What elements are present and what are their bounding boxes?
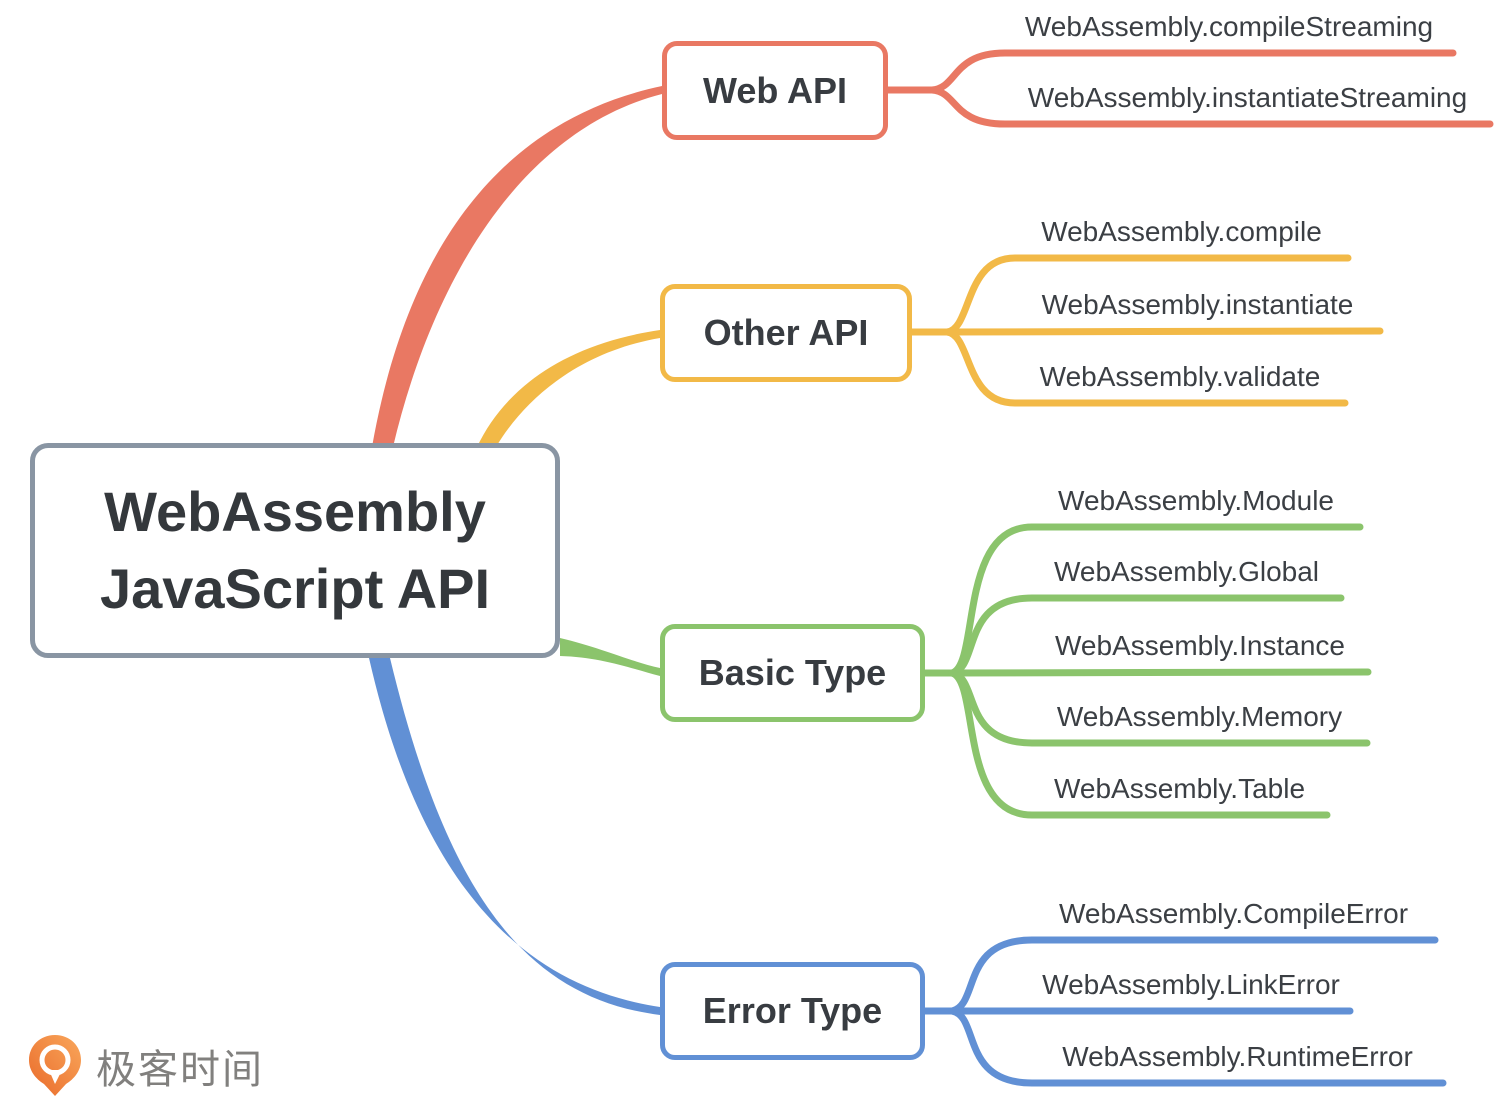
trunk-other-api xyxy=(477,330,660,447)
branch-topic-basic-type[interactable]: Basic Type xyxy=(660,624,925,722)
connectors-error-type xyxy=(921,936,1447,1087)
leaf-topic-runtime-error[interactable]: WebAssembly.RuntimeError xyxy=(1062,1041,1413,1072)
branch-topic-label: Other API xyxy=(703,312,869,353)
trunk-web-api xyxy=(372,86,662,447)
branch-topic-label: Basic Type xyxy=(698,652,887,693)
connectors-web-api xyxy=(883,49,1494,128)
branch-topic-label: Error Type xyxy=(702,990,883,1031)
connectors-other-api xyxy=(908,254,1384,407)
trunk-error-type xyxy=(369,658,660,1015)
leaf-topic-compile[interactable]: WebAssembly.compile xyxy=(1041,216,1322,247)
branch-topic-error-type[interactable]: Error Type xyxy=(660,962,925,1060)
leaf-topic-memory[interactable]: WebAssembly.Memory xyxy=(1056,701,1343,732)
geektime-logo-text: 极客时间 xyxy=(96,1048,264,1092)
geektime-logo: 极客时间 xyxy=(26,1034,264,1098)
leaf-topic-link-error[interactable]: WebAssembly.LinkError xyxy=(1042,969,1340,1000)
connectors-basic-type xyxy=(921,523,1372,819)
branch-topic-label: Web API xyxy=(702,69,848,111)
leaf-topic-instantiate[interactable]: WebAssembly.instantiate xyxy=(1041,289,1354,320)
leaf-topic-module[interactable]: WebAssembly.Module xyxy=(1058,485,1334,516)
trunk-basic-type xyxy=(560,638,660,676)
leaf-topic-table[interactable]: WebAssembly.Table xyxy=(1053,773,1306,804)
branch-topic-web-api[interactable]: Web API xyxy=(662,41,888,140)
leaf-topic-validate[interactable]: WebAssembly.validate xyxy=(1039,361,1321,392)
leaf-topic-compile-error[interactable]: WebAssembly.CompileError xyxy=(1058,898,1409,929)
leaf-topic-instance[interactable]: WebAssembly.Instance xyxy=(1055,630,1345,661)
leaf-topic-global[interactable]: WebAssembly.Global xyxy=(1053,556,1320,587)
leaf-topic-compile-streaming[interactable]: WebAssembly.compileStreaming xyxy=(1024,11,1434,42)
root-topic[interactable]: WebAssembly JavaScript API xyxy=(30,443,560,658)
geektime-pin-icon xyxy=(29,1035,81,1096)
root-topic-label: WebAssembly JavaScript API xyxy=(99,480,491,620)
branch-topic-other-api[interactable]: Other API xyxy=(660,284,912,382)
leaf-topic-instantiate-streaming[interactable]: WebAssembly.instantiateStreaming xyxy=(1027,82,1468,113)
